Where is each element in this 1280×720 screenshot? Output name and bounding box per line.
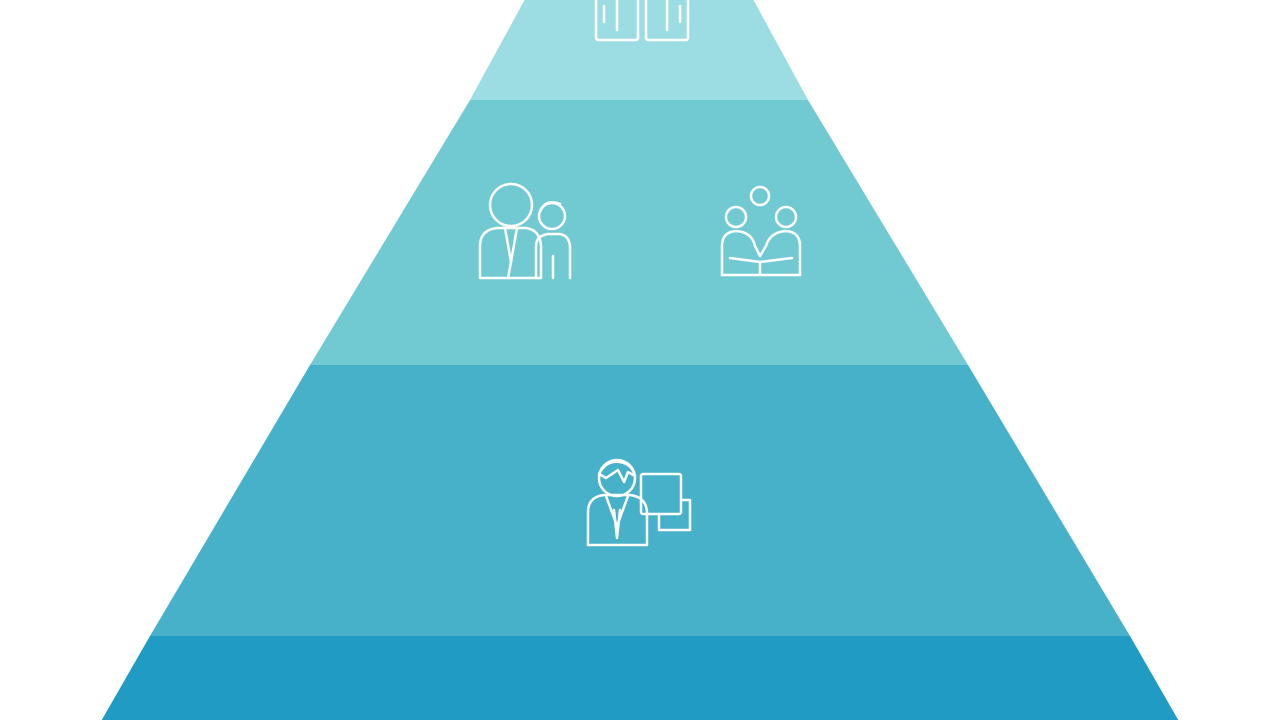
office-doors-icon [594, 0, 690, 42]
pyramid-tier-top [470, 0, 808, 100]
meeting-icon [720, 185, 802, 277]
family-icon [478, 182, 572, 280]
employee-computer-icon [586, 458, 692, 547]
pyramid-tier-base [101, 636, 1179, 720]
pyramid-tier-upper-middle [310, 100, 968, 365]
